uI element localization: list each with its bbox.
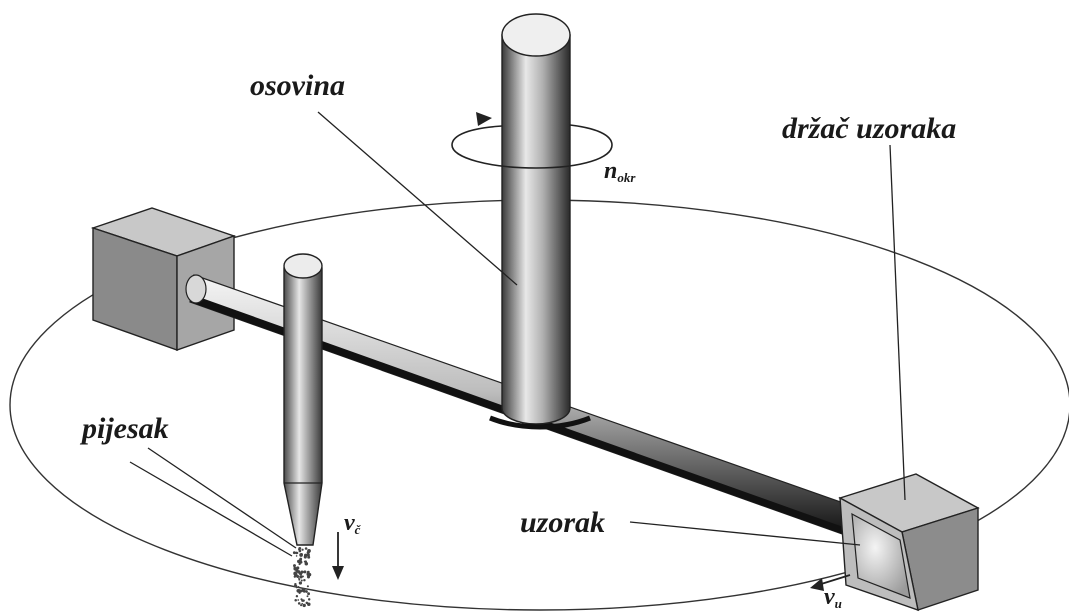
sand-grain (299, 560, 302, 562)
sand-grain (305, 601, 309, 605)
sand-grain (294, 598, 297, 602)
vu-arrow (810, 574, 851, 591)
sand-grain (304, 561, 309, 566)
leader-drzac (889, 144, 906, 501)
label-drzac-uzoraka: držač uzoraka (782, 112, 956, 145)
sand-nozzle (283, 253, 323, 546)
sand-grain (307, 551, 310, 554)
sand-grain (303, 604, 306, 607)
sand-grain (306, 595, 309, 598)
sand-grain (295, 555, 298, 557)
sand-grain (296, 566, 300, 570)
sand-grain (300, 553, 303, 556)
sand-grain (298, 581, 303, 585)
sand-grain (303, 570, 307, 574)
label-osovina: osovina (250, 69, 345, 102)
sand-grain (298, 549, 302, 553)
sand-grain (301, 588, 306, 592)
sand-grain (298, 546, 302, 550)
leader-pijesak-1 (147, 447, 297, 549)
sand-grain (303, 553, 308, 558)
sand-grain (301, 548, 304, 551)
sand-grain (304, 560, 307, 563)
sand-grain (297, 586, 300, 588)
sand-grain (297, 602, 301, 605)
sand-grain (298, 562, 301, 566)
sand-grain (297, 599, 300, 601)
sand-grain (293, 575, 297, 578)
sand-grain (295, 586, 298, 589)
sand-grain (298, 577, 300, 580)
sample-holder (838, 473, 980, 612)
sand-grain (296, 575, 300, 578)
left-block (90, 207, 237, 351)
sand-grain (295, 595, 299, 598)
shaft (489, 13, 591, 430)
label-v-u: vu (824, 584, 842, 611)
sand-grain (293, 571, 298, 576)
sand-grain (306, 553, 310, 557)
leader-pijesak-2 (129, 461, 293, 557)
sand-grain (307, 592, 310, 596)
sand-grain (304, 547, 308, 550)
sand-grain (301, 602, 304, 605)
sand-grain (300, 570, 304, 574)
sand-grain (307, 549, 311, 553)
rotation-arrow (451, 112, 613, 169)
sand-grain (300, 579, 303, 582)
sand-grain (294, 582, 297, 586)
sand-grain (307, 555, 311, 559)
label-pijesak: pijesak (79, 412, 169, 445)
sand-grain (307, 598, 311, 601)
sand-grain (306, 585, 309, 588)
sand-grain (299, 575, 303, 579)
sand-grain (296, 552, 299, 554)
sand-grain (303, 578, 306, 582)
leader-osovina (317, 111, 518, 286)
sand-grain (302, 599, 305, 602)
leader-uzorak (629, 521, 861, 546)
sand-grain (293, 564, 296, 568)
sand-stream (292, 546, 312, 608)
label-n-okr: nokr (604, 158, 636, 185)
sand-grain (295, 569, 299, 573)
sand-grain (305, 590, 308, 593)
sand-grain (306, 570, 310, 574)
label-v-c: vč (344, 510, 362, 537)
sand-grain (300, 604, 303, 607)
sand-grain (293, 566, 296, 569)
vc-arrow (332, 532, 344, 580)
label-uzorak: uzorak (520, 506, 605, 539)
